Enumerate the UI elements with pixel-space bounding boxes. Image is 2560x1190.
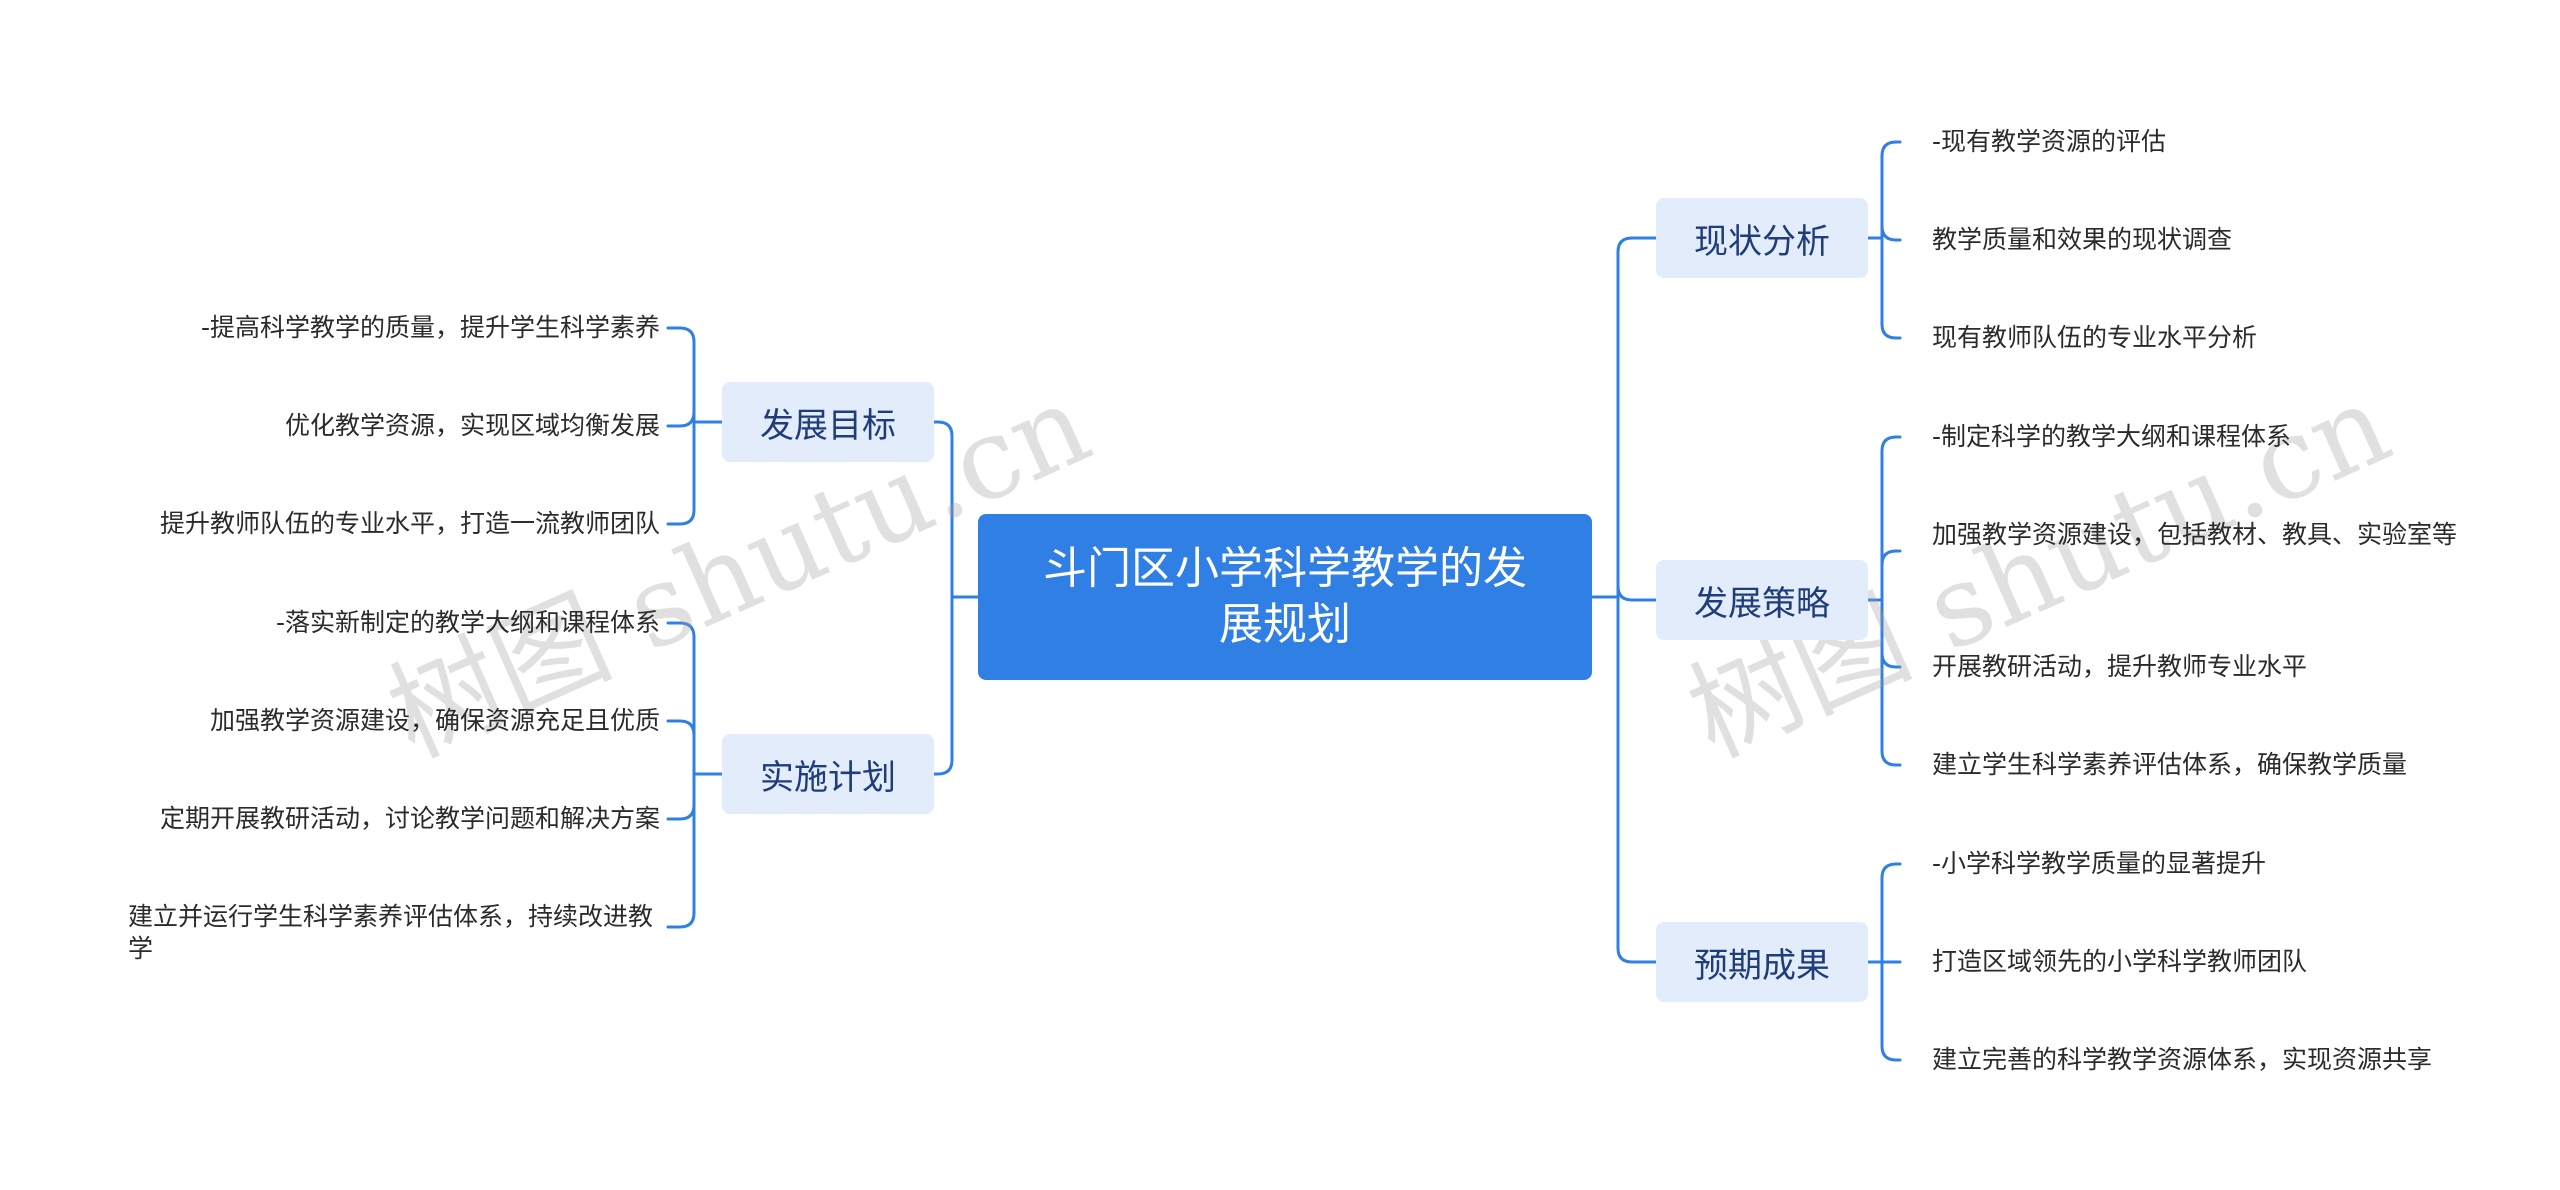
leaf-strategy-2[interactable]: 加强教学资源建设，包括教材、教具、实验室等	[1932, 520, 2458, 549]
leaf-status-2[interactable]: 教学质量和效果的现状调查	[1932, 225, 2233, 254]
outcomes-link-3	[1880, 960, 1902, 1062]
root-right-link-3	[1616, 595, 1658, 964]
plan-link-3	[666, 772, 696, 821]
branch-expected-outcomes[interactable]: 预期成果	[1656, 922, 1868, 1002]
status-link-2	[1880, 225, 1902, 242]
leaf-goal-1[interactable]: -提高科学教学的质量，提升学生科学素养	[200, 313, 660, 342]
leaf-plan-1[interactable]: -落实新制定的教学大纲和课程体系	[275, 608, 660, 637]
outcomes-link-1	[1880, 862, 1902, 964]
leaf-strategy-1[interactable]: -制定科学的教学大纲和课程体系	[1932, 422, 2292, 451]
leaf-goal-2[interactable]: 优化教学资源，实现区域均衡发展	[284, 411, 660, 440]
leaf-outcome-1[interactable]: -小学科学教学质量的显著提升	[1932, 849, 2267, 878]
leaf-strategy-3[interactable]: 开展教研活动，提升教师专业水平	[1932, 652, 2308, 681]
leaf-goal-3[interactable]: 提升教师队伍的专业水平，打造一流教师团队	[159, 509, 660, 538]
plan-link-1	[666, 621, 696, 776]
strategy-link-3	[1880, 598, 1902, 669]
leaf-status-3[interactable]: 现有教师队伍的专业水平分析	[1932, 323, 2258, 352]
root-right-link-1	[1616, 236, 1658, 599]
root-left-link-1	[932, 420, 954, 599]
branch-development-goals[interactable]: 发展目标	[722, 382, 934, 462]
strategy-link-1	[1880, 435, 1902, 602]
root-left-link-2	[932, 595, 954, 776]
goals-link-3	[666, 420, 696, 526]
leaf-strategy-4[interactable]: 建立学生科学素养评估体系，确保教学质量	[1932, 750, 2408, 779]
plan-link-4	[666, 772, 696, 929]
leaf-outcome-2[interactable]: 打造区域领先的小学科学教师团队	[1932, 947, 2308, 976]
branch-status-analysis[interactable]: 现状分析	[1656, 198, 1868, 278]
status-link-3	[1880, 236, 1902, 340]
branch-development-strategy[interactable]: 发展策略	[1656, 560, 1868, 640]
strategy-link-4	[1880, 598, 1902, 767]
goals-link-2	[666, 411, 696, 428]
leaf-plan-2[interactable]: 加强教学资源建设，确保资源充足且优质	[209, 706, 660, 735]
root-right-link-2	[1616, 585, 1658, 602]
leaf-status-1[interactable]: -现有教学资源的评估	[1932, 127, 2167, 156]
leaf-plan-4[interactable]: 建立并运行学生科学素养评估体系，持续改进教学	[128, 902, 654, 963]
strategy-link-2	[1880, 549, 1902, 602]
plan-link-2	[666, 719, 696, 776]
goals-link-1	[666, 326, 696, 424]
branch-implementation-plan[interactable]: 实施计划	[722, 734, 934, 814]
status-link-1	[1880, 140, 1902, 240]
leaf-outcome-3[interactable]: 建立完善的科学教学资源体系，实现资源共享	[1932, 1045, 2433, 1074]
root-topic[interactable]: 斗门区小学科学教学的发展规划	[978, 514, 1592, 680]
leaf-plan-3[interactable]: 定期开展教研活动，讨论教学问题和解决方案	[159, 804, 660, 833]
